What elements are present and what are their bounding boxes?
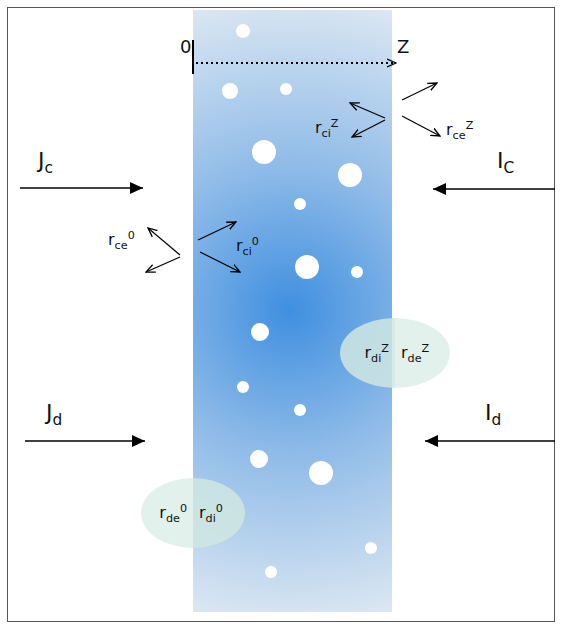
half-ellipse: rdeZ xyxy=(395,318,450,388)
z-axis xyxy=(196,62,396,64)
flux-label: Id xyxy=(485,402,501,424)
flux-label: Jd xyxy=(46,402,62,424)
flux-arrows xyxy=(20,188,555,441)
reflection-arrows xyxy=(146,83,440,272)
reflectance-label: rce0 xyxy=(108,232,135,248)
reflectance-label: rciZ xyxy=(315,120,339,136)
reflectance-label: rdi0 xyxy=(199,505,223,521)
reflectance-label: rdeZ xyxy=(401,345,429,361)
half-ellipse: rdiZ xyxy=(340,318,395,388)
reflectance-label: rdiZ xyxy=(365,345,389,361)
reflectance-label: rci0 xyxy=(236,238,259,254)
half-ellipse: rde0 xyxy=(141,478,193,548)
layer-band xyxy=(193,10,392,612)
depth-label: Z xyxy=(397,38,409,56)
flux-label: Jc xyxy=(38,150,53,172)
bubbles xyxy=(222,24,377,578)
origin-label: 0 xyxy=(180,38,191,56)
flux-label: IC xyxy=(497,150,514,172)
reflectance-label: rceZ xyxy=(446,122,473,138)
frame xyxy=(8,8,555,622)
reflectance-label: rde0 xyxy=(159,505,187,521)
half-ellipse: rdi0 xyxy=(193,478,245,548)
origin-tick xyxy=(192,40,194,74)
